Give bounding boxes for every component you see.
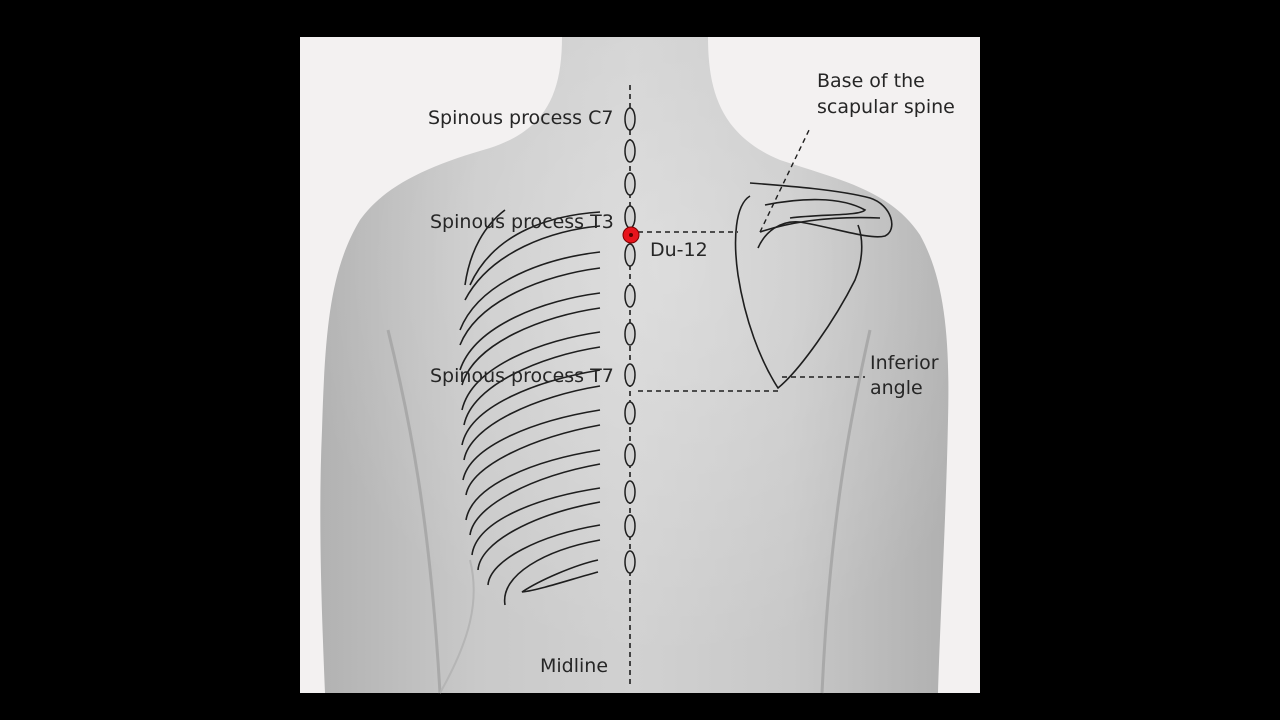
vertebra [624,514,636,538]
label-inferior-angle-line2: angle [870,377,923,399]
vertebra [624,172,636,196]
vertebra [624,480,636,504]
vertebra [624,443,636,467]
vertebra [624,322,636,346]
label-inferior-angle-line1: Inferior [870,352,939,374]
rib-cage [459,209,601,606]
vertebra [624,205,636,229]
left-arm-shadow [386,329,442,694]
vertebra [624,107,636,131]
label-spinous-process-t3: Spinous process T3 [430,211,614,233]
label-spinous-process-c7: Spinous process C7 [428,107,614,129]
label-du12: Du-12 [650,239,708,261]
vertebra [624,284,636,308]
right-arm-shadow [820,329,872,694]
label-base-of-scapular-spine-line1: Base of the [817,70,925,92]
scapular-spine-guide-line [759,127,811,233]
label-spinous-process-t7: Spinous process T7 [430,365,614,387]
vertebra [624,363,636,387]
vertebra [624,243,636,267]
vertebra [624,550,636,574]
scapula-outline [734,182,893,390]
vertebra [624,139,636,163]
vertebrae-column [624,107,636,574]
label-base-of-scapular-spine-line2: scapular spine [817,96,955,118]
vertebra [624,401,636,425]
label-midline: Midline [540,655,609,677]
